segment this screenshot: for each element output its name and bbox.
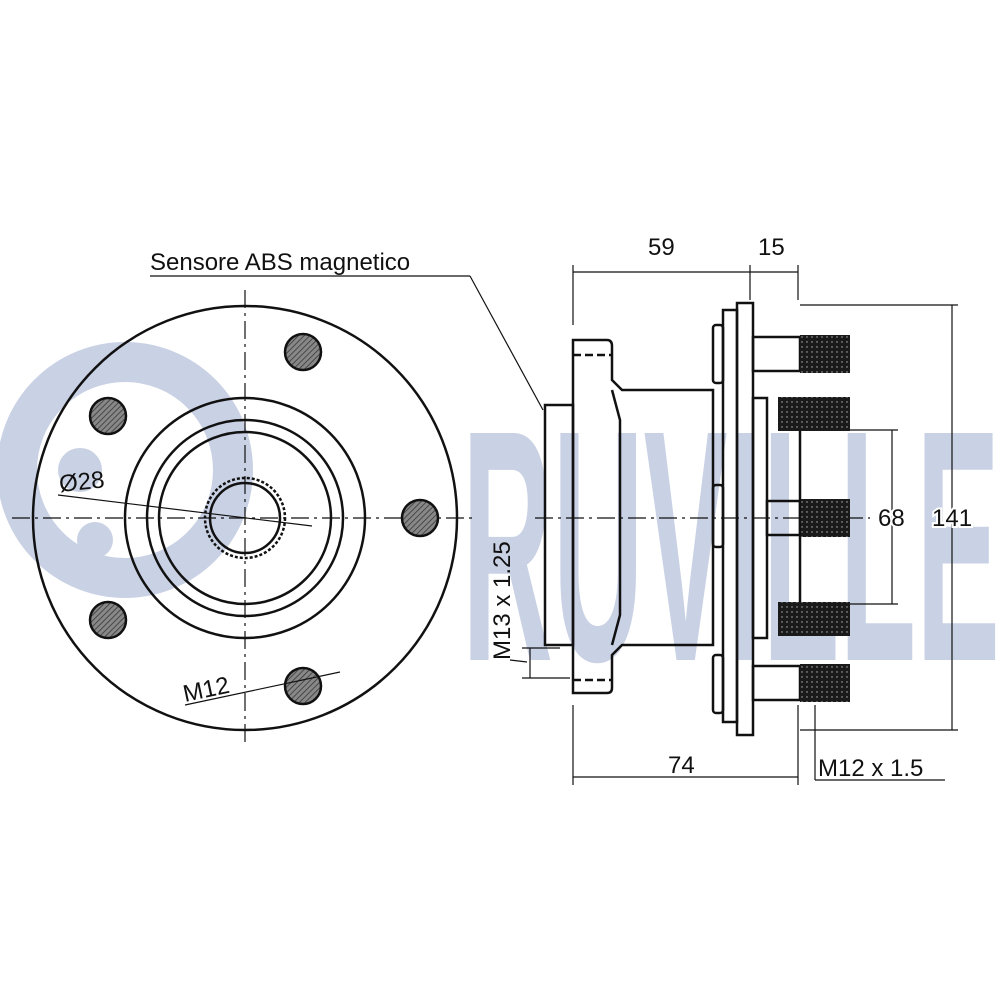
dim-flange-diameter: 141 — [932, 505, 972, 532]
watermark-logo-dot — [58, 448, 102, 492]
stud-thread-label: M12 x 1.5 — [818, 755, 923, 782]
bolt-hole — [400, 498, 440, 538]
bolt-hole — [283, 332, 323, 372]
bore-diameter-label: Ø28 — [58, 466, 106, 498]
axle-thread-label: M13 x 1.25 — [489, 541, 516, 660]
bolt-hole — [283, 666, 323, 706]
watermark-logo-dot — [77, 522, 113, 558]
wheel-stud — [800, 335, 850, 373]
wheel-stud — [800, 664, 850, 702]
dim-hub-length: 59 — [648, 234, 675, 261]
sensor-label: Sensore ABS magnetico — [150, 249, 410, 276]
watermark-logo-ring — [0, 342, 253, 598]
front-view: Ø28 M12 — [12, 290, 475, 745]
side-view — [535, 301, 870, 737]
dim-bolt-pitch: 68 — [878, 505, 905, 532]
watermark-text: RUVILLE — [462, 361, 1000, 730]
dim-flange-to-stud: 15 — [758, 234, 785, 261]
bolt-hole — [88, 396, 128, 436]
dim-overall-length: 74 — [668, 752, 695, 779]
bolt-thread-label: M12 — [181, 672, 232, 708]
spline-bore — [203, 476, 287, 560]
brand-watermark: RUVILLE — [0, 342, 1000, 730]
bolt-hole — [88, 600, 128, 640]
flange-outline — [31, 304, 459, 732]
wheel-stud — [778, 397, 850, 431]
hub-body — [571, 338, 715, 695]
dimensions: 59 15 74 68 141 M12 x 1.5 M13 x 1.25 — [489, 234, 974, 785]
wheel-stud — [800, 499, 850, 537]
wheel-studs — [751, 335, 850, 702]
wheel-stud — [778, 602, 850, 636]
bolt-holes — [88, 332, 440, 706]
